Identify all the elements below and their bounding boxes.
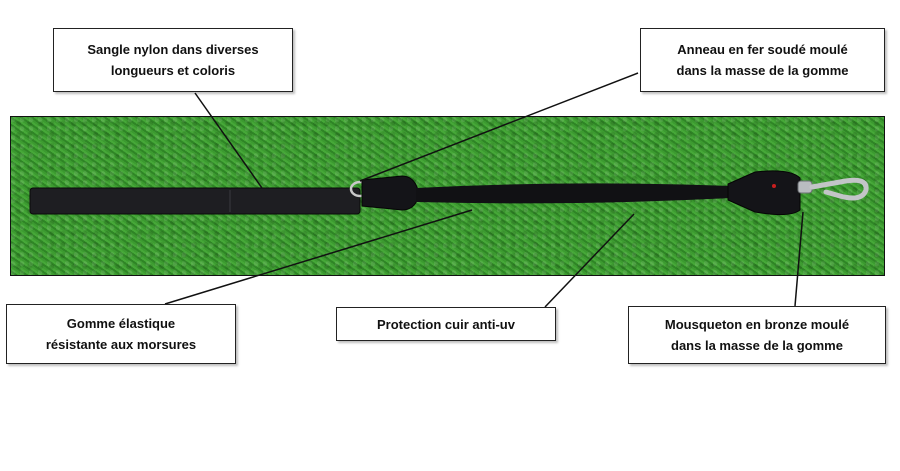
callout-anneau: Anneau en fer soudé moulé dans la masse … (640, 28, 885, 92)
callout-mousqueton-line2: dans la masse de la gomme (671, 338, 843, 353)
elastic-rubber-cord (416, 183, 732, 204)
right-rubber-end (727, 170, 801, 216)
callout-gomme-line2: résistante aux morsures (45, 337, 197, 352)
callout-anneau-line1: Anneau en fer soudé moulé (677, 42, 848, 57)
callout-protection-label: Protection cuir anti-uv (377, 316, 515, 332)
callout-sangle-line1: Sangle nylon dans diverses (87, 42, 259, 57)
callout-gomme: Gomme élastique résistante aux morsures (6, 304, 236, 364)
pointer-gomme (164, 209, 473, 305)
red-marker (772, 184, 776, 188)
snap-hook (809, 177, 869, 201)
callout-mousqueton: Mousqueton en bronze moulé dans la masse… (628, 306, 886, 364)
pointer-sangle (194, 92, 263, 189)
pointer-mousqueton (794, 211, 804, 307)
pointer-protection (544, 213, 635, 308)
callout-mousqueton-line1: Mousqueton en bronze moulé (664, 317, 850, 332)
pointer-anneau (359, 72, 639, 182)
callout-gomme-line1: Gomme élastique (66, 316, 176, 331)
nylon-strap (29, 187, 361, 215)
left-rubber-end (361, 175, 419, 211)
callout-sangle: Sangle nylon dans diverses longueurs et … (53, 28, 293, 92)
callout-protection: Protection cuir anti-uv (336, 307, 556, 341)
callout-sangle-line2: longueurs et coloris (110, 63, 236, 78)
callout-anneau-line2: dans la masse de la gomme (676, 63, 849, 78)
